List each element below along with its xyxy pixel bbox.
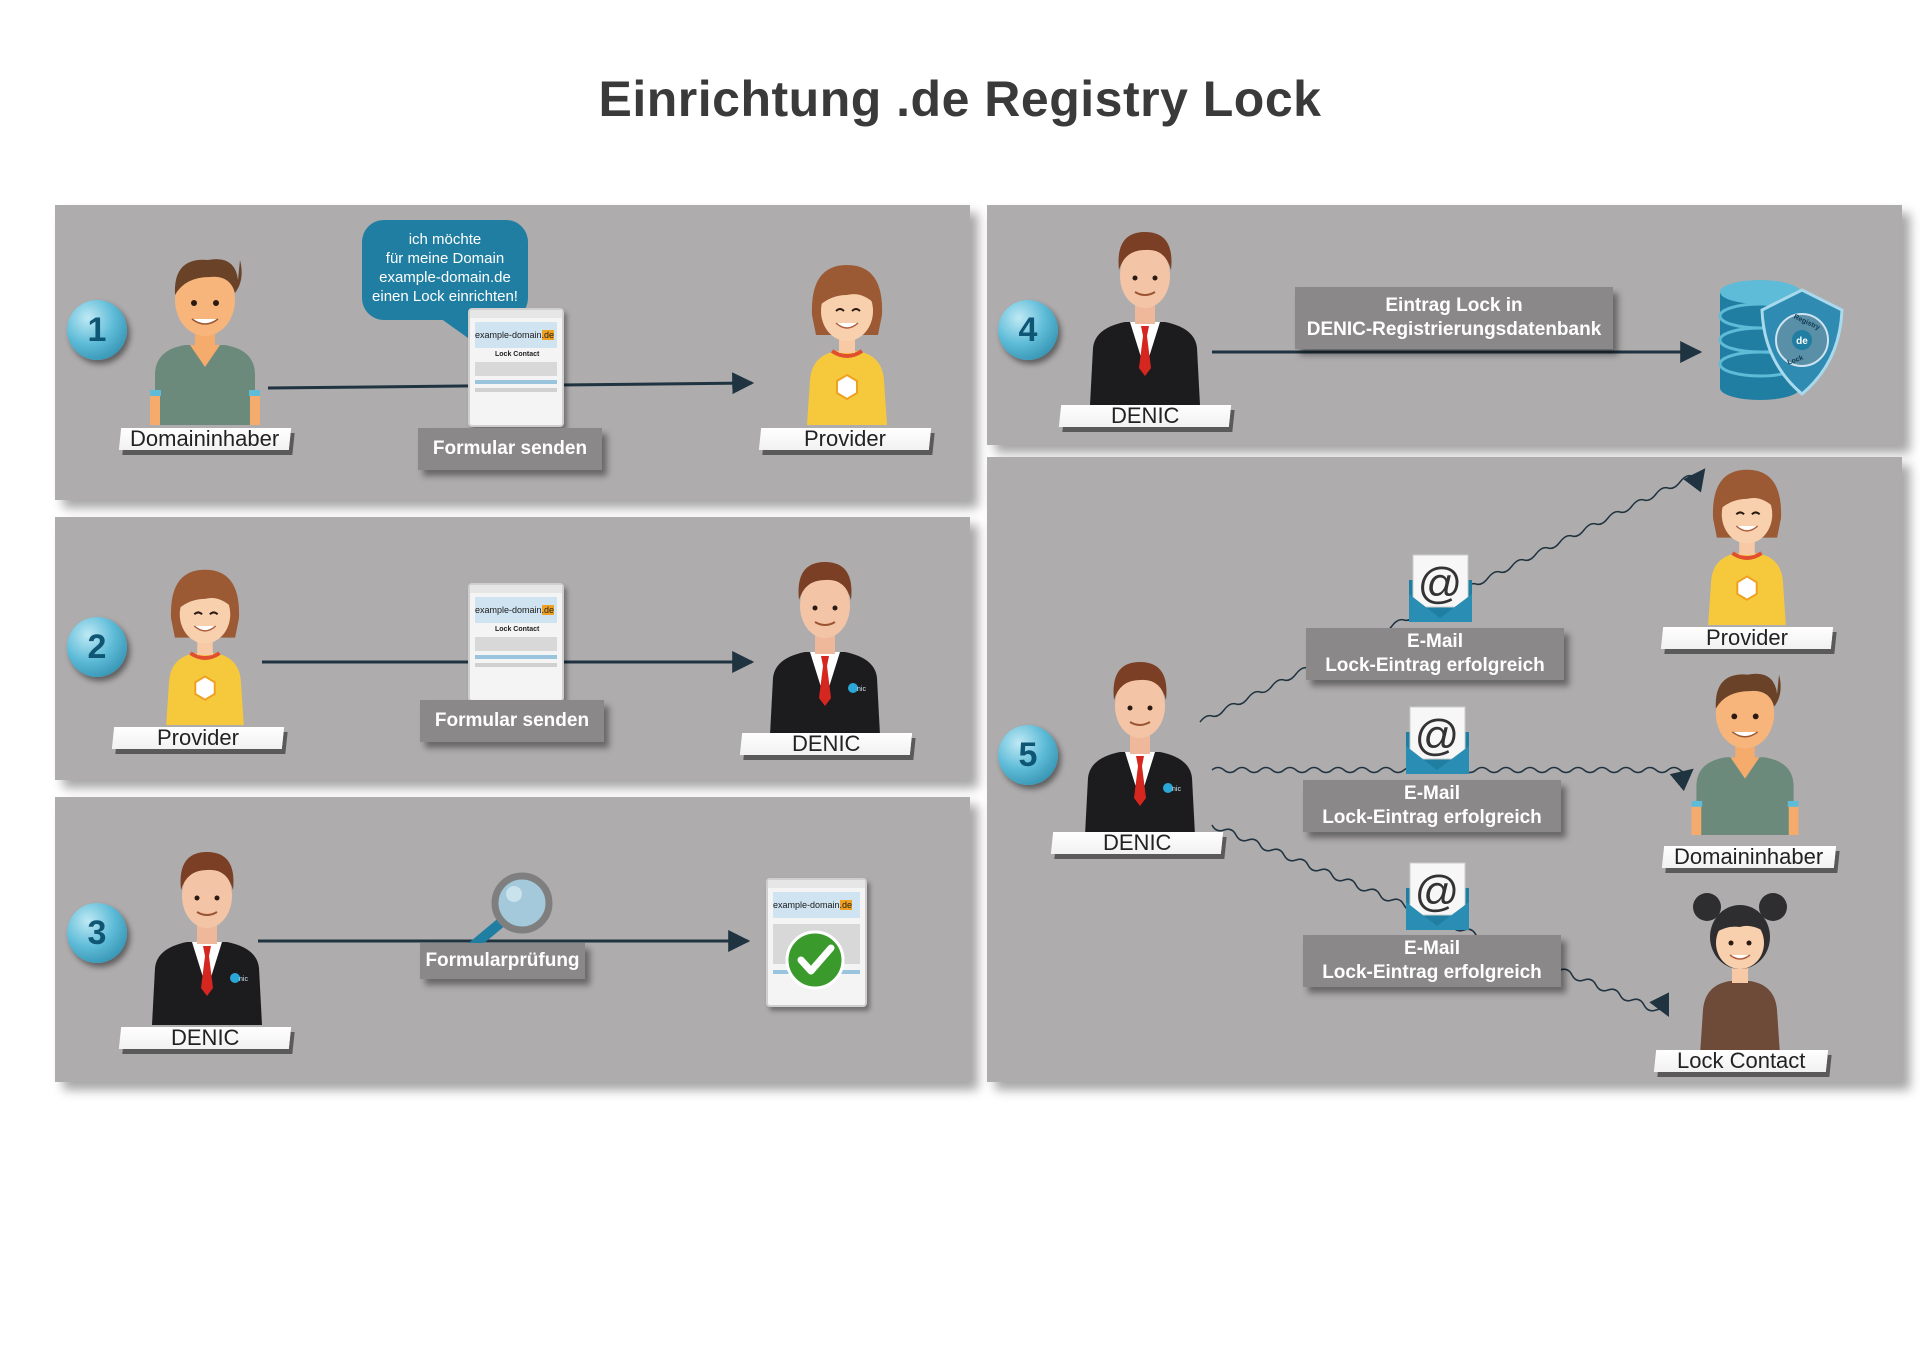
step-3-label-denic: DENIC	[118, 1025, 292, 1050]
denic-figure-step2: nic	[770, 562, 880, 735]
denic-figure-step3: nic	[152, 852, 262, 1025]
form-document-step2: example-domain.de Lock Contact	[468, 583, 564, 702]
speech-line-2: für meine Domain	[385, 250, 505, 267]
email-2-line-1: E-Mail	[1404, 783, 1460, 804]
denic-figure-step5: nic	[1085, 662, 1195, 835]
lock-contact-figure	[1693, 893, 1787, 1055]
provider-figure-step2	[166, 569, 244, 725]
step-4-action: Eintrag Lock in DENIC-Registrierungsdate…	[1295, 287, 1613, 349]
domaininhaber-figure	[150, 259, 260, 425]
step-1-label-provider: Provider	[758, 426, 932, 451]
email-2-line-2: Lock-Eintrag erfolgreich	[1322, 807, 1542, 828]
provider-figure-step5	[1708, 469, 1786, 625]
step-4-number: 4	[998, 300, 1058, 360]
step-1-label-domaininhaber: Domaininhaber	[118, 426, 292, 451]
form-heading: Lock Contact	[495, 351, 540, 358]
step-5-label-lockcontact: Lock Contact	[1653, 1048, 1829, 1073]
step-2-label-provider: Provider	[111, 725, 285, 750]
form-domain: example-domain	[475, 330, 542, 340]
step-5-label-denic: DENIC	[1050, 830, 1224, 855]
denic-figure-step4	[1090, 232, 1200, 405]
provider-figure-step1	[807, 265, 887, 425]
step-1-number: 1	[67, 300, 127, 360]
step-4-label-denic: DENIC	[1058, 403, 1232, 428]
step-4-action-line-2: DENIC-Registrierungsdatenbank	[1306, 319, 1602, 340]
email-1-label: E-Mail Lock-Eintrag erfolgreich	[1306, 628, 1564, 680]
form-tld: .de	[839, 900, 853, 910]
step-5-number: 5	[998, 725, 1058, 785]
magnifier-icon	[457, 872, 553, 960]
svg-text:@: @	[1415, 867, 1460, 916]
form-tld: .de	[541, 605, 555, 615]
email-1-line-2: Lock-Eintrag erfolgreich	[1325, 655, 1545, 676]
step-4-action-line-1: Eintrag Lock in	[1385, 295, 1523, 316]
domaininhaber-figure-step5	[1691, 673, 1799, 835]
email-3-line-1: E-Mail	[1404, 938, 1460, 959]
email-envelope-icon-2: @	[1406, 706, 1469, 774]
step-5-label-domaininhaber: Domaininhaber	[1661, 844, 1837, 869]
speech-line-1: ich möchte	[408, 231, 482, 248]
email-2-label: E-Mail Lock-Eintrag erfolgreich	[1303, 780, 1561, 832]
email-1-line-1: E-Mail	[1407, 631, 1463, 652]
step-3-number: 3	[67, 903, 127, 963]
email-3-line-2: Lock-Eintrag erfolgreich	[1322, 962, 1542, 983]
step-1-action: Formular senden	[418, 428, 602, 470]
svg-text:@: @	[1415, 711, 1460, 760]
checkmark-icon	[785, 930, 845, 990]
step-2-action: Formular senden	[420, 700, 604, 742]
svg-text:nic: nic	[1172, 786, 1181, 793]
page-title: Einrichtung .de Registry Lock	[598, 71, 1322, 127]
speech-line-3: example-domain.de	[379, 269, 511, 286]
form-tld: .de	[541, 330, 555, 340]
svg-text:@: @	[1418, 559, 1463, 608]
speech-line-4: einen Lock einrichten!	[372, 288, 518, 305]
form-document-step1: example-domain.de Lock Contact	[468, 308, 564, 427]
email-3-label: E-Mail Lock-Eintrag erfolgreich	[1303, 935, 1561, 987]
form-domain: example-domain	[773, 900, 840, 910]
email-envelope-icon-1: @	[1409, 554, 1472, 622]
email-envelope-icon-3: @	[1406, 862, 1469, 930]
step-3-action: Formularprüfung	[420, 943, 585, 979]
db-badge-center: de	[1796, 336, 1808, 347]
step-2-label-denic: DENIC	[739, 731, 913, 756]
step-2-number: 2	[67, 617, 127, 677]
form-heading: Lock Contact	[495, 626, 540, 633]
step-5-label-provider: Provider	[1660, 625, 1834, 650]
database-shield-icon: de Registry Lock	[1718, 280, 1844, 400]
speech-bubble: ich möchte für meine Domain example-doma…	[362, 220, 528, 320]
svg-text:nic: nic	[239, 976, 248, 983]
form-domain: example-domain	[475, 605, 542, 615]
svg-text:nic: nic	[857, 686, 866, 693]
